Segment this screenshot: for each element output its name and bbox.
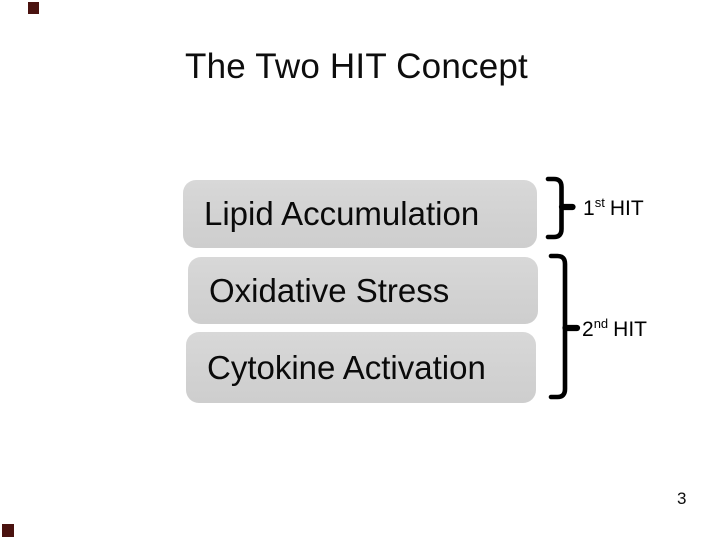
hit-word: HIT — [609, 197, 644, 220]
slide-title: The Two HIT Concept — [185, 47, 528, 86]
corner-mark-bottom-left — [2, 524, 14, 537]
first-hit-label: 1st HIT — [583, 195, 644, 221]
corner-mark-top-left — [28, 2, 39, 14]
concept-box-label: Cytokine Activation — [207, 348, 486, 386]
second-hit-label: 2nd HIT — [582, 316, 647, 342]
concept-box-label: Oxidative Stress — [209, 271, 450, 309]
concept-box-oxidative-stress: Oxidative Stress — [188, 257, 538, 324]
first-hit-brace-icon — [545, 176, 576, 240]
hit-number: 1 — [583, 197, 595, 220]
hit-ordinal-suffix: st — [594, 195, 605, 210]
hit-number: 2 — [582, 318, 594, 341]
hit-ordinal-suffix: nd — [593, 316, 609, 331]
concept-box-label: Lipid Accumulation — [204, 195, 480, 232]
concept-box-cytokine-activation: Cytokine Activation — [186, 332, 536, 403]
hit-word: HIT — [613, 318, 647, 341]
concept-box-lipid-accumulation: Lipid Accumulation — [183, 180, 537, 248]
page-number: 3 — [677, 489, 687, 508]
second-hit-brace-icon — [548, 253, 581, 400]
